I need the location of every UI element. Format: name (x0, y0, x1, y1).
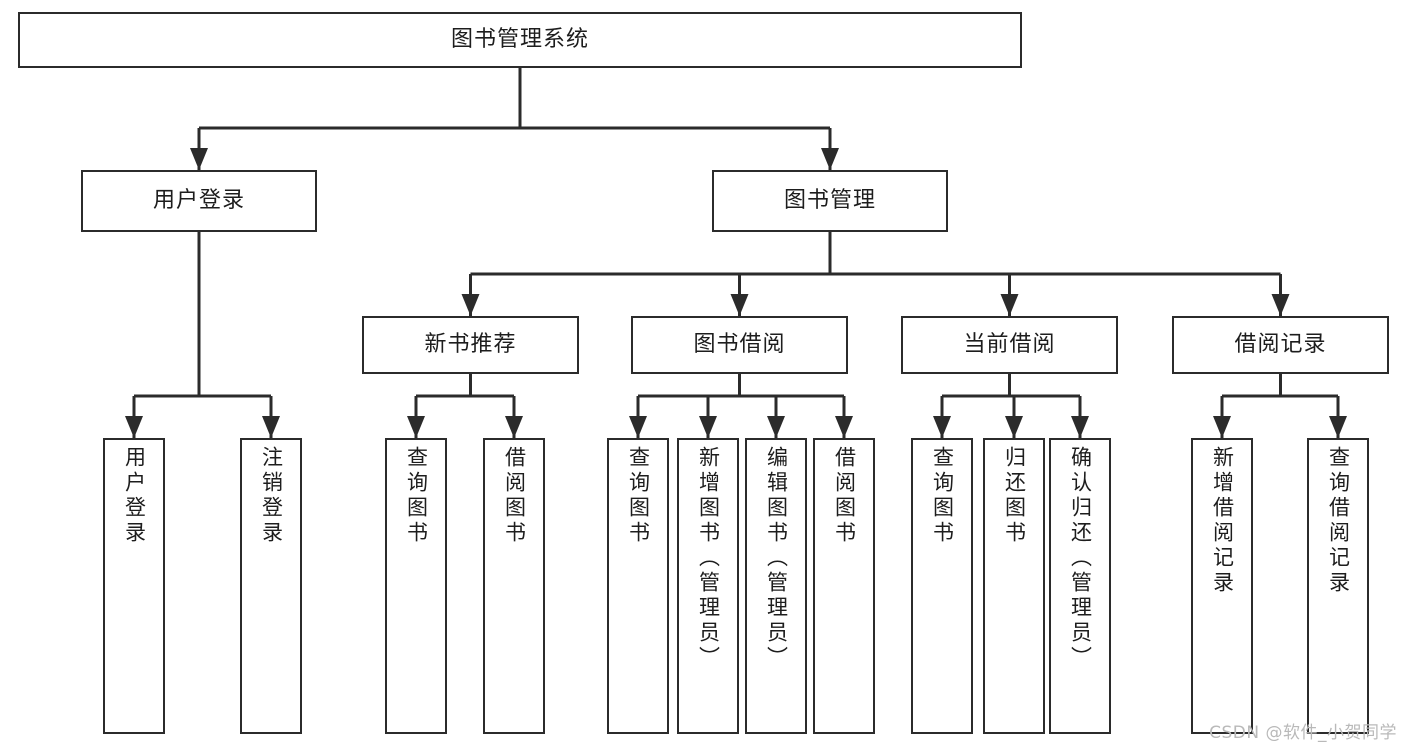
node-label: 查询图书 (930, 446, 955, 546)
watermark-text: CSDN @软件_小贺同学 (1209, 723, 1397, 743)
node-leaf-bo-brw: 借阅图书 (813, 438, 875, 734)
node-label: 借阅图书 (502, 446, 527, 546)
node-leaf-rc-add: 新增借阅记录 (1191, 438, 1253, 734)
node-label: 查询图书 (626, 446, 651, 546)
node-label: 归还图书 (1002, 446, 1027, 546)
node-leaf-cu-q: 查询图书 (911, 438, 973, 734)
node-label: 图书借阅 (693, 332, 786, 358)
node-label: 查询图书 (404, 446, 429, 546)
node-leaf-rc-q: 查询借阅记录 (1307, 438, 1369, 734)
node-root: 图书管理系统 (18, 12, 1022, 68)
node-label: 借阅记录 (1234, 332, 1327, 358)
node-newbook: 新书推荐 (362, 316, 579, 374)
node-label: 新书推荐 (424, 332, 517, 358)
node-label: 查询借阅记录 (1326, 446, 1351, 596)
node-leaf-cu-ret: 归还图书 (983, 438, 1045, 734)
node-bookmgmt: 图书管理 (712, 170, 948, 232)
node-label: 用户登录 (152, 188, 245, 214)
node-label: 借阅图书 (832, 446, 857, 546)
node-label: 注销登录 (259, 446, 284, 546)
node-borrow: 图书借阅 (631, 316, 848, 374)
node-leaf-cu-cfm: 确认归还（管理员） (1049, 438, 1111, 734)
node-leaf-nb-b: 借阅图书 (483, 438, 545, 734)
node-leaf-login: 用户登录 (103, 438, 165, 734)
node-leaf-bo-q: 查询图书 (607, 438, 669, 734)
node-label: 当前借阅 (963, 332, 1056, 358)
node-label: 编辑图书（管理员） (764, 446, 789, 671)
node-leaf-bo-edit: 编辑图书（管理员） (745, 438, 807, 734)
node-records: 借阅记录 (1172, 316, 1389, 374)
node-label: 图书管理 (783, 188, 876, 214)
node-label: 确认归还（管理员） (1068, 446, 1093, 671)
node-label: 新增图书（管理员） (696, 446, 721, 671)
node-leaf-bo-add: 新增图书（管理员） (677, 438, 739, 734)
node-leaf-nb-q: 查询图书 (385, 438, 447, 734)
node-current: 当前借阅 (901, 316, 1118, 374)
node-leaf-logout: 注销登录 (240, 438, 302, 734)
node-label: 新增借阅记录 (1210, 446, 1235, 596)
node-label: 用户登录 (122, 446, 147, 546)
node-label: 图书管理系统 (450, 27, 589, 53)
node-login: 用户登录 (81, 170, 317, 232)
